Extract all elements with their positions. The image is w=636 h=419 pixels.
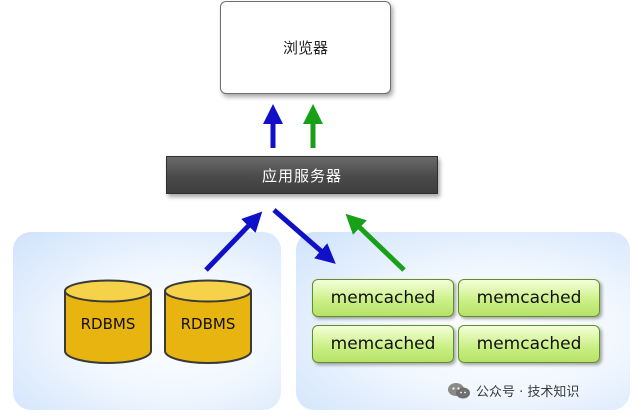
memcached-node-2: memcached: [458, 279, 600, 317]
memcached-label: memcached: [476, 334, 582, 354]
memcached-label: memcached: [330, 288, 436, 308]
app-server-node: 应用服务器: [166, 156, 438, 194]
browser-label: 浏览器: [282, 39, 328, 57]
arrow-server-to-memcached: [272, 208, 336, 264]
watermark: 公众号 · 技术知识: [447, 381, 579, 400]
memcached-label: memcached: [476, 288, 582, 308]
arrow-memcached-to-server: [345, 213, 406, 272]
app-server-label: 应用服务器: [261, 166, 342, 185]
database-icon: [164, 279, 252, 364]
rdbms-cylinder-2: RDBMS: [163, 279, 253, 365]
memcached-node-4: memcached: [458, 325, 600, 363]
wechat-icon: [448, 382, 470, 398]
rdbms-label: RDBMS: [80, 315, 136, 333]
memcached-node-1: memcached: [312, 279, 454, 317]
rdbms-label: RDBMS: [180, 315, 236, 333]
arrow-db-to-server: [204, 211, 263, 272]
browser-node: 浏览器: [220, 1, 391, 94]
memcached-node-3: memcached: [312, 325, 454, 363]
cache-panel: [296, 232, 630, 410]
watermark-text: 公众号 · 技术知识: [476, 385, 580, 400]
database-icon: [64, 279, 152, 364]
memcached-label: memcached: [330, 334, 436, 354]
rdbms-cylinder-1: RDBMS: [63, 279, 153, 365]
